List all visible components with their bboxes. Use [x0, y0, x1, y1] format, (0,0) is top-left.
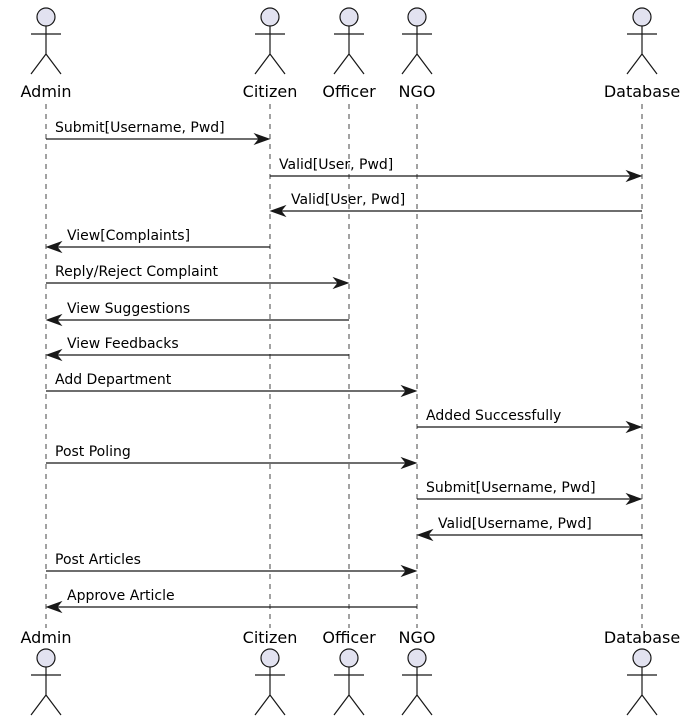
actor-icon-bottom-officer [333, 648, 365, 716]
message-label: Added Successfully [426, 408, 561, 424]
participant-label-bottom-citizen: Citizen [243, 628, 298, 647]
lifelines [45, 104, 643, 628]
arrowhead-icon [45, 313, 63, 327]
message-5: Reply/Reject Complaint [46, 264, 350, 290]
message-label: View Suggestions [67, 301, 190, 317]
message-label: View Feedbacks [67, 336, 179, 352]
message-label: Post Articles [55, 552, 141, 568]
arrowhead-icon [625, 169, 643, 183]
message-13: Post Articles [46, 552, 418, 578]
arrowhead-icon [625, 420, 643, 434]
participant-label-top-ngo: NGO [399, 82, 436, 101]
actor-icon-bottom-citizen [254, 648, 286, 716]
message-10: Post Poling [46, 444, 418, 470]
actors: AdminAdminCitizenCitizenOfficerOfficerNG… [21, 7, 680, 716]
actor-icon-bottom-admin [30, 648, 62, 716]
message-label: Valid[Username, Pwd] [438, 516, 592, 532]
arrowhead-icon [45, 600, 63, 614]
arrowhead-icon [625, 492, 643, 506]
participant-label-bottom-admin: Admin [21, 628, 72, 647]
participant-label-top-database: Database [604, 82, 680, 101]
participant-label-top-officer: Officer [322, 82, 376, 101]
arrowhead-icon [400, 384, 418, 398]
participant-label-bottom-ngo: NGO [399, 628, 436, 647]
message-label: Submit[Username, Pwd] [55, 120, 225, 136]
arrowhead-icon [400, 564, 418, 578]
message-4: View[Complaints] [45, 228, 270, 254]
message-label: Add Department [55, 372, 172, 388]
message-label: Submit[Username, Pwd] [426, 480, 596, 496]
actor-icon-top-officer [333, 7, 365, 75]
arrowhead-icon [45, 348, 63, 362]
message-label: Post Poling [55, 444, 131, 460]
actor-icon-top-database [626, 7, 658, 75]
message-label: Reply/Reject Complaint [55, 264, 218, 280]
actor-icon-top-citizen [254, 7, 286, 75]
arrowhead-icon [45, 240, 63, 254]
message-9: Added Successfully [417, 408, 643, 434]
messages: Submit[Username, Pwd] Valid[User, Pwd] Val… [45, 120, 643, 614]
arrowhead-icon [400, 456, 418, 470]
message-2: Valid[User, Pwd] [270, 157, 643, 183]
participant-label-bottom-database: Database [604, 628, 680, 647]
arrowhead-icon [269, 204, 287, 218]
message-12: Valid[Username, Pwd] [416, 516, 642, 542]
actor-icon-bottom-database [626, 648, 658, 716]
message-8: Add Department [46, 372, 418, 398]
participant-label-top-admin: Admin [21, 82, 72, 101]
message-6: View Suggestions [45, 301, 349, 327]
participant-label-bottom-officer: Officer [322, 628, 376, 647]
arrowhead-icon [416, 528, 434, 542]
actor-icon-bottom-ngo [401, 648, 433, 716]
message-11: Submit[Username, Pwd] [417, 480, 643, 506]
message-label: Valid[User, Pwd] [291, 192, 405, 208]
message-7: View Feedbacks [45, 336, 349, 362]
message-label: View[Complaints] [67, 228, 190, 244]
message-14: Approve Article [45, 588, 417, 614]
message-1: Submit[Username, Pwd] [46, 120, 271, 146]
arrowhead-icon [332, 276, 350, 290]
actor-icon-top-admin [30, 7, 62, 75]
message-label: Valid[User, Pwd] [279, 157, 393, 173]
message-3: Valid[User, Pwd] [269, 192, 642, 218]
participant-label-top-citizen: Citizen [243, 82, 298, 101]
message-label: Approve Article [67, 588, 175, 604]
actor-icon-top-ngo [401, 7, 433, 75]
arrowhead-icon [253, 132, 271, 146]
